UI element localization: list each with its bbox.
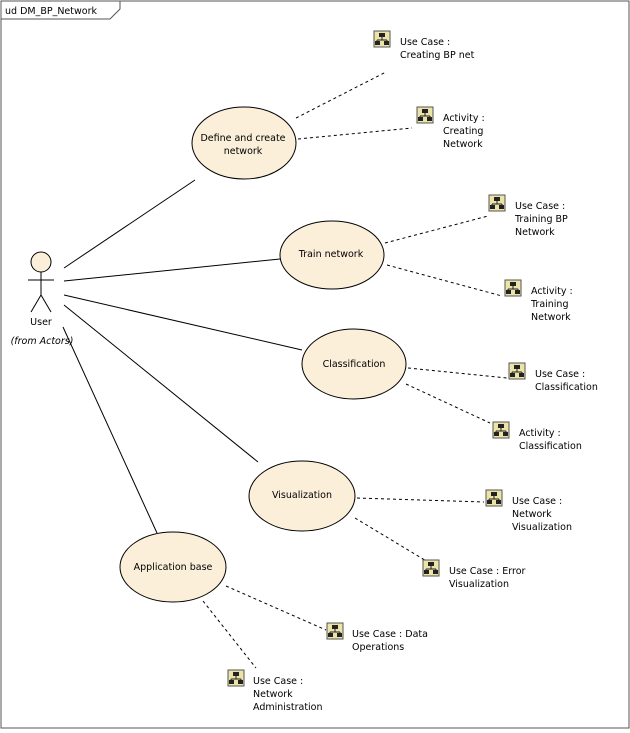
use-case-label-line: Classification (323, 359, 386, 370)
actor-user[interactable]: User (from Actors) (11, 251, 74, 347)
element-label-line: Activity : (531, 286, 573, 297)
use-case-visualization[interactable]: Visualization (248, 460, 356, 532)
element-use-case-network-administration[interactable]: Use Case : Network Administration (227, 669, 323, 713)
association-appbase (62, 326, 158, 534)
dependency-appbase-data (225, 585, 327, 631)
element-use-case-data-operations[interactable]: Use Case : Data Operations (326, 622, 428, 653)
use-case-label-line: network (224, 146, 263, 157)
element-use-case-creating-bp-net[interactable]: Use Case : Creating BP net (373, 30, 475, 61)
dependency-define-activity (297, 127, 413, 140)
dependency-appbase-admin (202, 600, 257, 669)
element-label-line: Use Case : (515, 201, 565, 212)
use-case-element-icon (326, 622, 344, 640)
element-label-line: Activity : (443, 113, 485, 124)
use-case-element-icon (488, 194, 506, 212)
association-visual (63, 304, 259, 463)
element-label-line: Use Case : (512, 496, 562, 507)
element-label-line: Network (531, 312, 571, 323)
element-activity-training-network[interactable]: Activity : Training Network (504, 279, 573, 323)
use-case-label-line: Visualization (272, 490, 332, 501)
actor-head (30, 251, 52, 273)
use-case-element-icon (508, 362, 526, 380)
use-case-element-icon (227, 669, 245, 687)
dependency-visual-error (354, 517, 429, 563)
use-case-define-network[interactable]: Define and create network (191, 106, 297, 180)
activity-element-icon (504, 279, 522, 297)
element-use-case-error-visualization[interactable]: Use Case : Error Visualization (422, 559, 526, 590)
element-activity-creating-network[interactable]: Activity : Creating Network (416, 106, 485, 150)
frame-label-tab (1, 1, 121, 20)
use-case-element-icon (485, 489, 503, 507)
use-case-element-icon (422, 559, 440, 577)
element-label-line: Training (530, 299, 569, 310)
dependency-define-uc (295, 71, 387, 119)
element-label-line: Visualization (512, 522, 572, 533)
element-label-line: Use Case : Error (449, 566, 526, 577)
element-use-case-classification[interactable]: Use Case : Classification (508, 362, 598, 393)
element-label-line: Network (512, 509, 552, 520)
element-label-line: Use Case : Data (352, 629, 428, 640)
dependency-classify-uc (407, 367, 508, 379)
use-case-classification[interactable]: Classification (301, 328, 407, 400)
frame-label: ud DM_BP_Network (5, 6, 97, 17)
dependency-train-uc (384, 215, 489, 244)
actor-subtitle: (from Actors) (11, 336, 74, 347)
dependency-train-activity (386, 264, 503, 297)
element-label-line: Administration (253, 702, 323, 713)
element-label-line: Use Case : (400, 37, 450, 48)
element-label-line: Visualization (449, 579, 509, 590)
association-train (63, 258, 281, 282)
element-use-case-training-bp-network[interactable]: Use Case : Training BP Network (488, 194, 568, 238)
use-case-label-line: Define and create (200, 133, 285, 144)
association-classify (63, 294, 303, 351)
element-label-line: Operations (352, 642, 404, 653)
actor-right-leg (40, 294, 52, 313)
activity-element-icon (416, 106, 434, 124)
element-label-line: Training BP (514, 214, 568, 225)
element-label-line: Use Case : (253, 676, 303, 687)
element-label-line: Activity : (519, 428, 561, 439)
actor-left-leg (30, 294, 42, 313)
element-label-line: Network (515, 227, 555, 238)
association-define (63, 179, 196, 269)
element-label-line: Network (443, 139, 483, 150)
use-case-train-network[interactable]: Train network (279, 220, 385, 290)
element-label-line: Use Case : (535, 369, 585, 380)
element-label-line: Classification (519, 441, 582, 452)
use-case-application-base[interactable]: Application base (119, 531, 227, 603)
element-activity-classification[interactable]: Activity : Classification (492, 421, 582, 452)
element-label-line: Creating BP net (400, 50, 475, 61)
use-case-label-line: Train network (298, 249, 364, 260)
activity-element-icon (492, 421, 510, 439)
element-use-case-network-visualization[interactable]: Use Case : Network Visualization (485, 489, 572, 533)
dependency-visual-uc (356, 497, 485, 503)
actor-name: User (30, 317, 52, 328)
element-label-line: Creating (443, 126, 483, 137)
dependency-classify-activity (405, 383, 491, 424)
use-case-element-icon (373, 30, 391, 48)
element-label-line: Network (253, 689, 293, 700)
element-label-line: Classification (535, 382, 598, 393)
use-case-label-line: Application base (134, 562, 213, 573)
